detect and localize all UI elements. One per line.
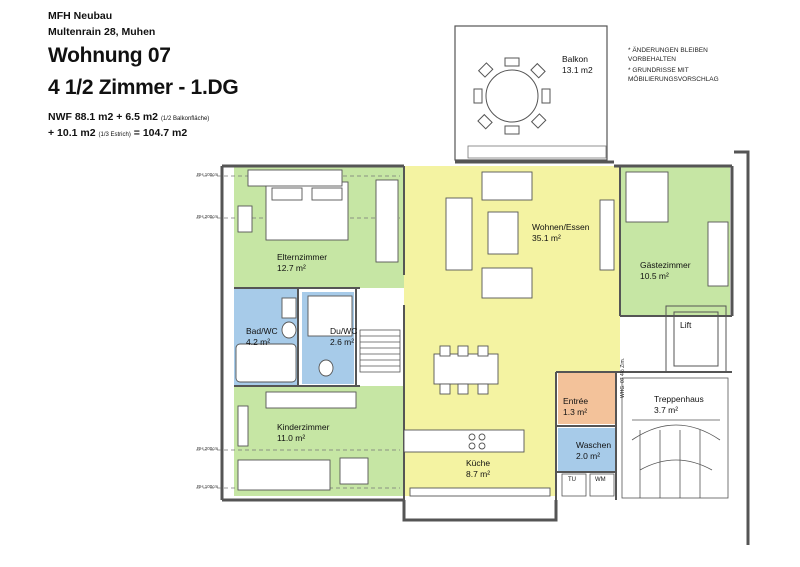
nwf-line-a: NWF 88.1 m2 + 6.5 m2 (1/2 Balkonfläche) bbox=[48, 111, 209, 123]
du-area: 2.6 m² bbox=[330, 337, 355, 347]
balkon-outline bbox=[454, 25, 608, 161]
lift-name: Lift bbox=[680, 320, 692, 330]
du-name: Du/WC bbox=[330, 326, 358, 336]
eltern-area: 12.7 m² bbox=[277, 263, 306, 273]
room-balkon: Balkon 13.1 m2 bbox=[562, 54, 593, 76]
room-treppenhaus: Treppenhaus 3.7 m² bbox=[654, 394, 704, 416]
note-line-4: MÖBILIERUNGSVORSCHLAG bbox=[628, 76, 719, 83]
room-height-1: RH 100cm bbox=[197, 172, 219, 177]
note-line-3: * GRUNDRISSE MIT bbox=[628, 67, 689, 74]
kueche-name: Küche bbox=[466, 458, 491, 468]
kitchen-counter bbox=[403, 429, 551, 497]
eltern-furniture bbox=[237, 169, 399, 263]
tumbler-label: TU bbox=[568, 477, 576, 483]
fill-waschen bbox=[558, 428, 616, 472]
bad-name: Bad/WC bbox=[246, 326, 278, 336]
nwf-area-a: NWF 88.1 m2 + 6.5 m2 bbox=[48, 111, 159, 123]
treppe-area: 3.7 m² bbox=[654, 405, 679, 415]
kinder-name: Kinderzimmer bbox=[277, 422, 330, 432]
kinder-furniture bbox=[237, 391, 369, 491]
room-waschen: Waschen 2.0 m² bbox=[576, 440, 611, 462]
room-entree: Entrée 1.3 m² bbox=[563, 396, 588, 418]
bad-fixtures bbox=[235, 297, 297, 383]
room-height-4: RH 100cm bbox=[197, 484, 219, 489]
wohnen-name: Wohnen/Essen bbox=[532, 222, 590, 232]
room-bad: Bad/WC 4.2 m² bbox=[246, 326, 278, 348]
washer-label: WM bbox=[595, 477, 606, 483]
gaeste-furniture bbox=[625, 171, 729, 287]
du-fixtures bbox=[307, 295, 353, 377]
balkon-name: Balkon bbox=[562, 54, 588, 64]
nwf-line-b: + 10.1 m2 (1/3 Estrich) = 104.7 m2 bbox=[48, 127, 187, 139]
room-kinderzimmer: Kinderzimmer 11.0 m² bbox=[277, 422, 329, 444]
room-lift: Lift bbox=[680, 320, 691, 331]
balcony-rail bbox=[467, 145, 607, 159]
wohnen-furniture bbox=[433, 171, 615, 395]
waschen-area: 2.0 m² bbox=[576, 451, 601, 461]
fill-entree bbox=[558, 372, 616, 424]
nwf-note-b: (1/3 Estrich) bbox=[98, 132, 131, 138]
room-du: Du/WC 2.6 m² bbox=[330, 326, 357, 348]
room-height-3: RH 200cm bbox=[197, 446, 219, 451]
note-line-2: VORBEHALTEN bbox=[628, 56, 676, 63]
kueche-area: 8.7 m² bbox=[466, 469, 491, 479]
balcony-chairs bbox=[473, 57, 551, 135]
nwf-note-a: (1/2 Balkonfläche) bbox=[160, 116, 210, 122]
room-elternzimmer: Elternzimmer 12.7 m² bbox=[277, 252, 327, 274]
room-kueche: Küche 8.7 m² bbox=[466, 458, 490, 480]
wohnen-area: 35.1 m² bbox=[532, 233, 561, 243]
exterior-walls bbox=[220, 150, 750, 545]
project-address: Multenrain 28, Muhen bbox=[48, 26, 156, 38]
unit-tag: WHG. 07 4½ Zim. bbox=[620, 357, 626, 398]
entree-area: 1.3 m² bbox=[563, 407, 588, 417]
gaeste-name: Gästezimmer bbox=[640, 260, 691, 270]
room-height-2: RH 200cm bbox=[197, 214, 219, 219]
balkon-area: 13.1 m2 bbox=[562, 65, 593, 75]
room-gaestezimmer: Gästezimmer 10.5 m² bbox=[640, 260, 691, 282]
stair-steps bbox=[359, 329, 401, 373]
waschen-name: Waschen bbox=[576, 440, 612, 450]
entree-name: Entrée bbox=[563, 396, 589, 406]
gaeste-area: 10.5 m² bbox=[640, 271, 669, 281]
eltern-name: Elternzimmer bbox=[277, 252, 328, 262]
room-wohnen: Wohnen/Essen 35.1 m² bbox=[532, 222, 590, 244]
kinder-area: 11.0 m² bbox=[277, 433, 306, 443]
stairwell bbox=[621, 377, 729, 499]
balcony-table bbox=[485, 69, 539, 123]
nwf-area-b: + 10.1 m2 bbox=[48, 127, 96, 139]
nwf-total: = 104.7 m2 bbox=[133, 127, 188, 139]
bad-area: 4.2 m² bbox=[246, 337, 271, 347]
treppe-name: Treppenhaus bbox=[654, 394, 704, 404]
note-line-1: * ÄNDERUNGEN BLEIBEN bbox=[628, 47, 708, 54]
wash-appliances bbox=[561, 473, 615, 497]
unit-title: Wohnung 07 bbox=[48, 44, 171, 67]
rooms-floor-title: 4 1/2 Zimmer - 1.DG bbox=[48, 76, 239, 99]
lift-shaft bbox=[665, 305, 727, 373]
project-name: MFH Neubau bbox=[48, 10, 113, 22]
